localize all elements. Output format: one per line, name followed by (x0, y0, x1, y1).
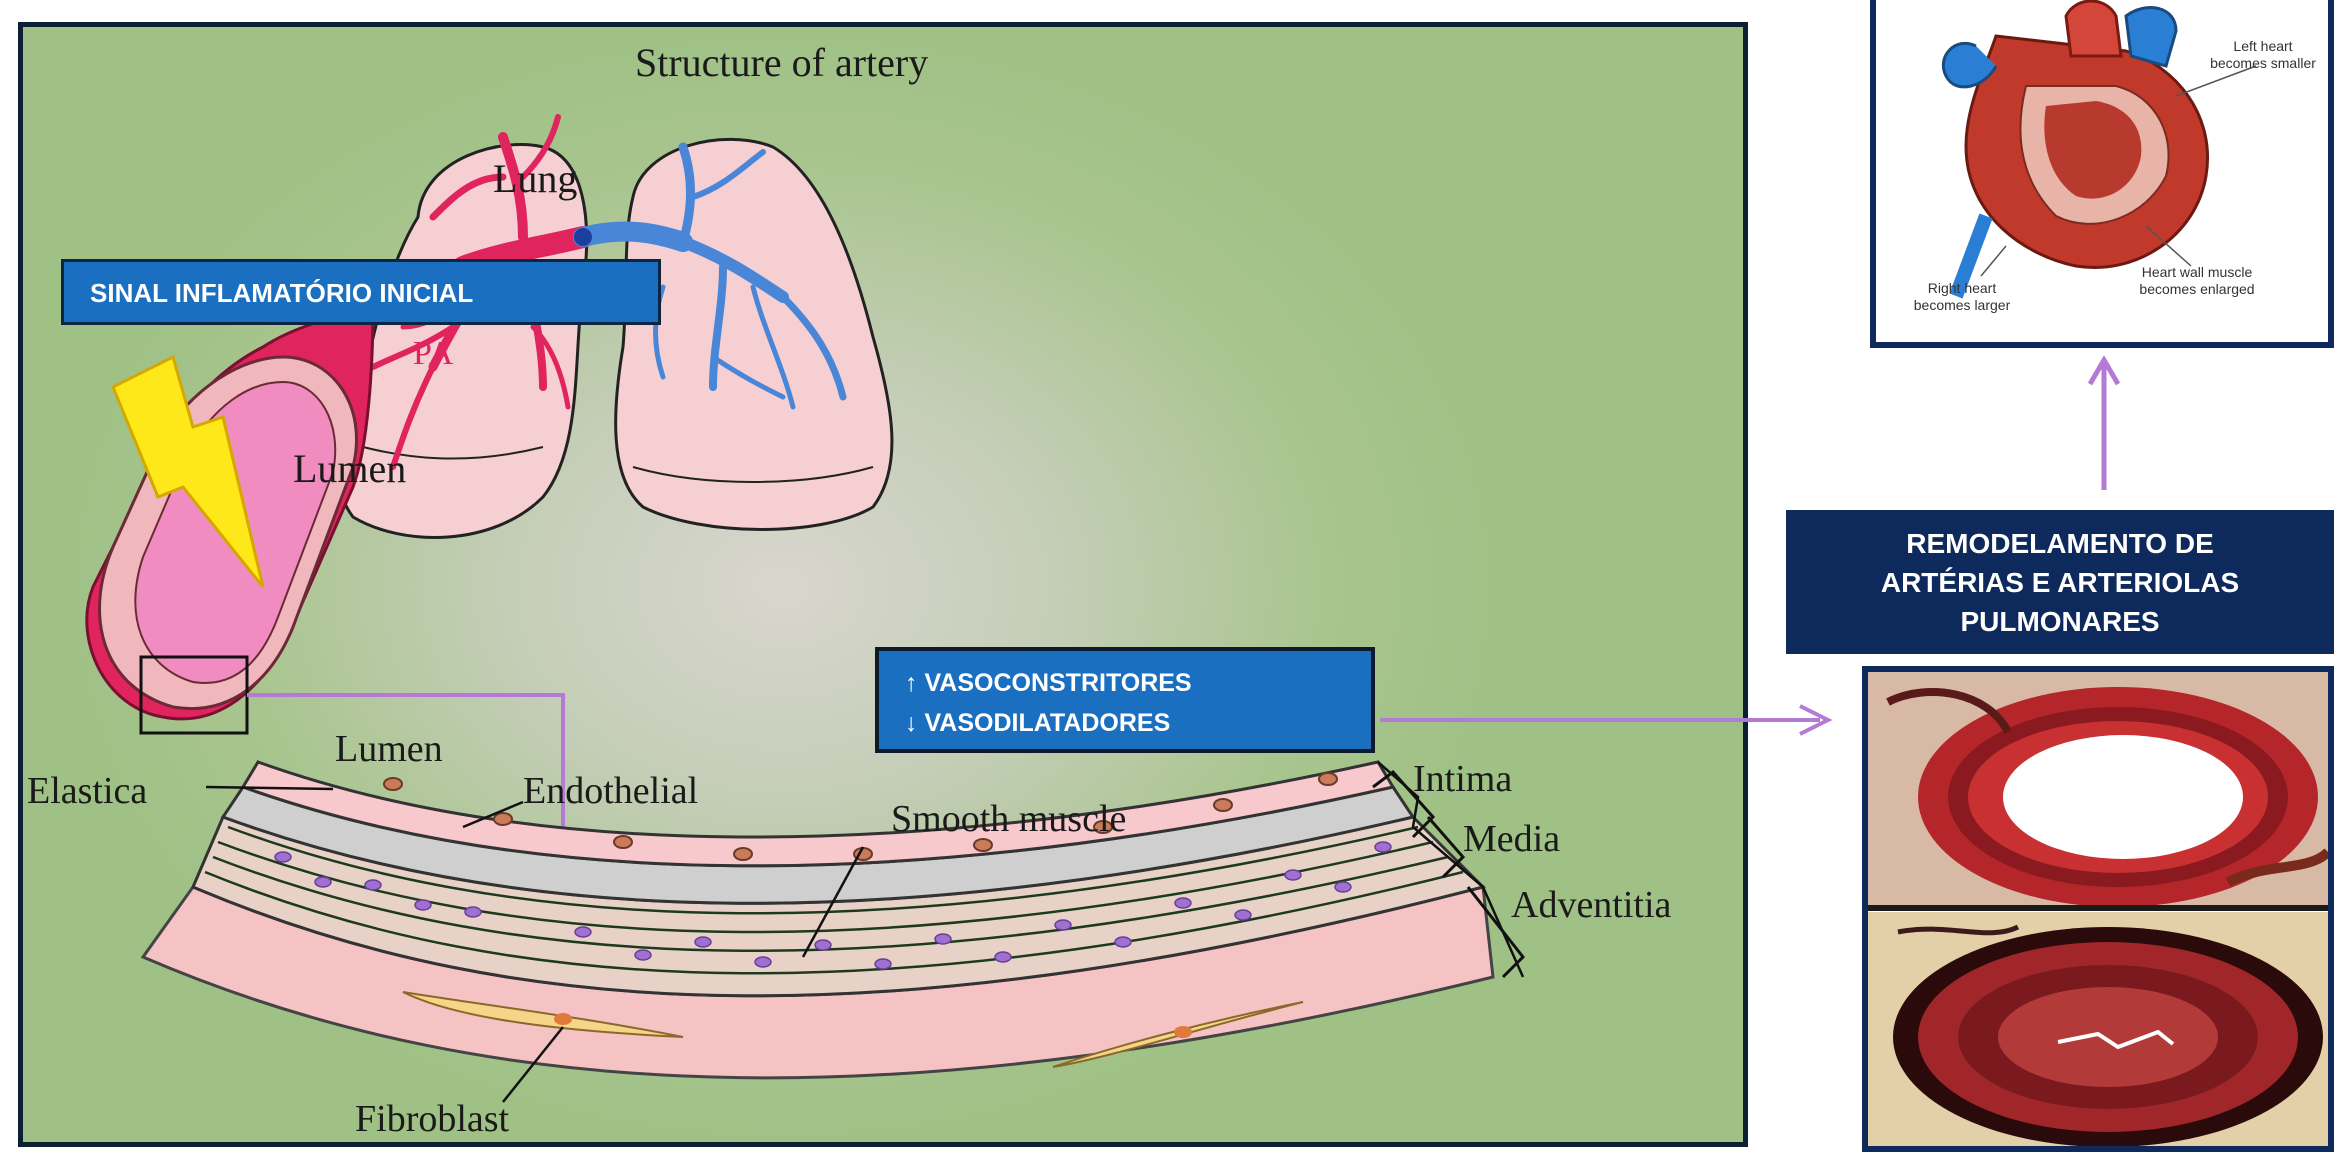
left-heart-caption: Left heart becomes smaller (2198, 38, 2328, 72)
remodeling-line3: PULMONARES (1786, 602, 2334, 641)
label-lumen-bottom: Lumen (335, 727, 443, 771)
right-heart-caption: Right heart becomes larger (1902, 280, 2022, 314)
histology-figure (1862, 666, 2334, 1152)
label-elastica: Elastica (27, 769, 147, 813)
remodeling-box: REMODELAMENTO DE ARTÉRIAS E ARTERIOLAS P… (1786, 510, 2334, 654)
heart-figure: Left heart becomes smaller Right heart b… (1870, 0, 2334, 348)
left-heart-line1: Left heart (2198, 38, 2328, 55)
inflammatory-signal-text: SINAL INFLAMATÓRIO INICIAL (90, 278, 473, 308)
remodeling-line2: ARTÉRIAS E ARTERIOLAS (1786, 563, 2334, 602)
heart-wall-line2: becomes enlarged (2112, 281, 2282, 298)
vasodilators-text: ↓ VASODILATADORES (905, 703, 1371, 743)
remodeling-line1: REMODELAMENTO DE (1786, 524, 2334, 563)
right-heart-line1: Right heart (1902, 280, 2022, 297)
arrow-right-icon (1380, 700, 1860, 740)
arrow-up-icon (2084, 356, 2124, 492)
label-media: Media (1463, 817, 1560, 861)
heart-wall-caption: Heart wall muscle becomes enlarged (2112, 264, 2282, 298)
label-lumen-top: Lumen (293, 445, 406, 492)
inflammatory-signal-box: SINAL INFLAMATÓRIO INICIAL (61, 259, 661, 325)
label-lung: Lung (493, 155, 577, 202)
vasoconstrictors-text: ↑ VASOCONSTRITORES (905, 663, 1371, 703)
artery-structure-panel: Structure of artery Lung PA Lumen Lumen … (18, 22, 1748, 1147)
artery-diagram (23, 27, 1743, 1142)
label-pa: PA (413, 335, 453, 373)
label-intima: Intima (1413, 757, 1512, 801)
label-smooth-muscle: Smooth muscle (891, 797, 1126, 841)
valve-dot (574, 228, 592, 246)
artery-wall-section (143, 762, 1493, 1078)
left-heart-line2: becomes smaller (2198, 55, 2328, 72)
label-endothelial: Endothelial (523, 769, 698, 813)
right-heart-line2: becomes larger (1902, 297, 2022, 314)
heart-wall-line1: Heart wall muscle (2112, 264, 2282, 281)
vaso-box: ↑ VASOCONSTRITORES ↓ VASODILATADORES (875, 647, 1375, 753)
histology-images (1868, 672, 2328, 1146)
label-fibroblast: Fibroblast (355, 1097, 509, 1141)
label-adventitia: Adventitia (1511, 883, 1671, 927)
diagram-title: Structure of artery (635, 39, 928, 86)
